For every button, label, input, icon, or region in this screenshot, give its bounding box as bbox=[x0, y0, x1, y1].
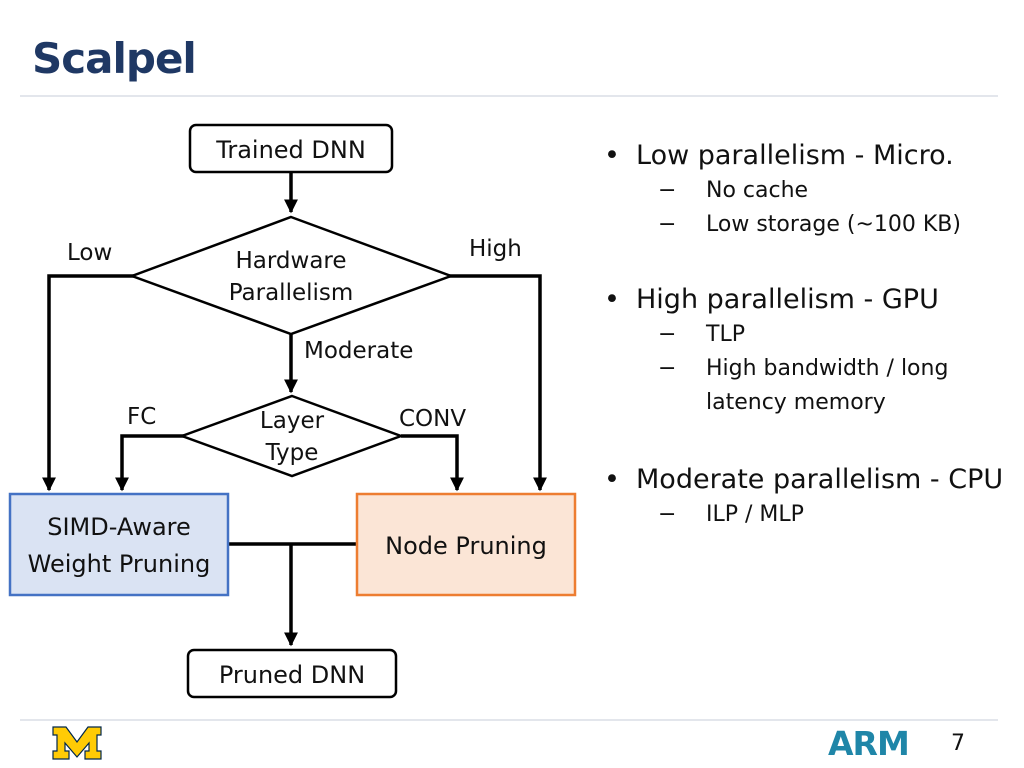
footer-divider bbox=[20, 719, 998, 721]
sub-bullet-text: TLP bbox=[706, 322, 745, 347]
arrow-conv-to-node bbox=[401, 434, 464, 492]
label-high: High bbox=[469, 236, 522, 262]
decision1-line1: Hardware bbox=[235, 248, 346, 274]
bullet-low-parallelism: Low parallelism - Micro. bbox=[604, 138, 1019, 174]
label-low: Low bbox=[67, 240, 112, 266]
arrow-low-to-simd bbox=[42, 274, 134, 492]
university-m-logo bbox=[52, 726, 102, 760]
node-pruning-box bbox=[355, 492, 577, 597]
sub-bullet-marker: − bbox=[658, 502, 677, 527]
bullet-high-parallelism: High parallelism - GPU bbox=[604, 282, 1019, 318]
arrow-high-to-node bbox=[449, 274, 547, 492]
start-label: Trained DNN bbox=[215, 136, 366, 164]
label-conv: CONV bbox=[399, 406, 466, 432]
sub-bullet: − TLP bbox=[604, 318, 1019, 352]
arrow-fc-to-simd bbox=[115, 434, 184, 492]
simd-line2: Weight Pruning bbox=[28, 550, 211, 578]
sub-bullet-text: ILP / MLP bbox=[706, 502, 804, 527]
decision-layer-type bbox=[178, 394, 405, 478]
sub-bullet-marker: − bbox=[658, 356, 677, 381]
label-moderate: Moderate bbox=[304, 338, 413, 364]
sub-bullet-marker: − bbox=[658, 322, 677, 347]
start-node bbox=[188, 123, 394, 174]
bullet-list: Low parallelism - Micro. − No cache − Low … bbox=[604, 138, 1019, 532]
sub-bullet-text: Low storage (~100 KB) bbox=[706, 212, 961, 237]
sub-bullet-text: High bandwidth / long latency memory bbox=[706, 356, 949, 415]
decision-hardware-parallelism bbox=[128, 215, 455, 336]
bullet-group-high: High parallelism - GPU − TLP − High bandwi… bbox=[604, 282, 1019, 420]
label-fc: FC bbox=[127, 404, 156, 430]
bullet-group-moderate: Moderate parallelism - CPU − ILP / MLP bbox=[604, 462, 1019, 532]
simd-aware-weight-pruning-box bbox=[8, 492, 230, 597]
end-node bbox=[186, 648, 398, 699]
decision1-line2: Parallelism bbox=[229, 280, 354, 306]
node-label: Node Pruning bbox=[385, 532, 547, 560]
sub-bullet: − ILP / MLP bbox=[604, 498, 1019, 532]
bullet-group-low: Low parallelism - Micro. − No cache − Low … bbox=[604, 138, 1019, 242]
page-number: 7 bbox=[951, 731, 965, 756]
sub-bullet: − Low storage (~100 KB) bbox=[604, 208, 1019, 242]
end-label: Pruned DNN bbox=[219, 661, 365, 689]
sub-bullet-marker: − bbox=[658, 178, 677, 203]
title-divider bbox=[20, 95, 998, 97]
sub-bullet-marker: − bbox=[658, 212, 677, 237]
sub-bullet-text: No cache bbox=[706, 178, 809, 203]
bullet-moderate-parallelism: Moderate parallelism - CPU bbox=[604, 462, 1019, 498]
decision2-line1: Layer bbox=[260, 408, 325, 434]
slide-title: Scalpel bbox=[32, 34, 197, 83]
decision2-line2: Type bbox=[265, 440, 319, 466]
sub-bullet: − High bandwidth / long latency memory bbox=[604, 352, 1019, 420]
simd-line1: SIMD-Aware bbox=[47, 513, 191, 541]
sub-bullet: − No cache bbox=[604, 174, 1019, 208]
arm-logo: ARM bbox=[828, 724, 910, 763]
